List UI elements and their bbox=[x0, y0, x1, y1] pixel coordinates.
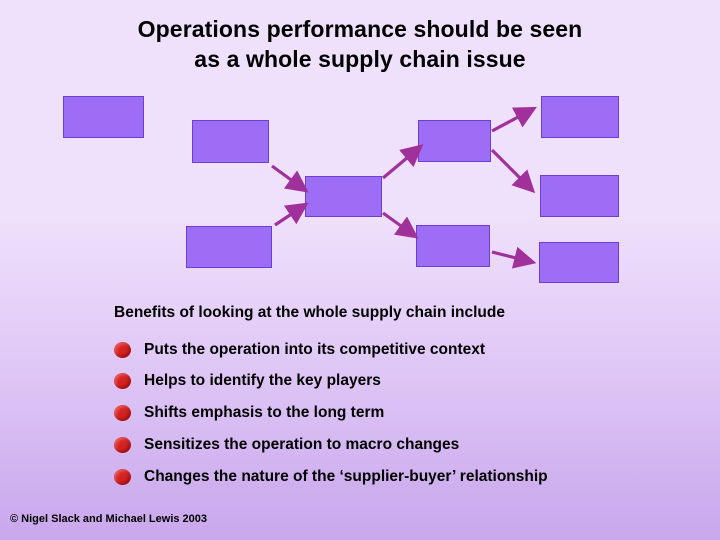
box-upper-right bbox=[418, 120, 491, 162]
bullet-dot-icon bbox=[114, 373, 131, 389]
page-title: Operations performance should be seen as… bbox=[0, 14, 720, 75]
list-item: Helps to identify the key players bbox=[114, 369, 381, 393]
arrow-center-to-upper-right bbox=[381, 144, 424, 180]
title-line-2: as a whole supply chain issue bbox=[194, 46, 526, 73]
box-far-right-top bbox=[541, 96, 619, 138]
list-item: Shifts emphasis to the long term bbox=[114, 401, 384, 425]
bullet-text: Helps to identify the key players bbox=[144, 372, 381, 389]
box-lower-left bbox=[186, 226, 272, 268]
box-far-left bbox=[63, 96, 144, 138]
arrow-center-to-lower-right bbox=[382, 211, 419, 239]
arrow-upper-left-to-center bbox=[271, 164, 309, 193]
copyright-notice: © Nigel Slack and Michael Lewis 2003 bbox=[10, 513, 208, 525]
bullet-dot-icon bbox=[114, 437, 131, 453]
arrow-lower-right-to-far-bottom bbox=[491, 246, 537, 269]
bullet-text: Puts the operation into its competitive … bbox=[144, 341, 486, 358]
list-item: Sensitizes the operation to macro change… bbox=[114, 433, 459, 457]
box-far-right-bottom bbox=[539, 242, 619, 283]
benefits-heading: Benefits of looking at the whole supply … bbox=[114, 304, 505, 321]
arrow-upper-right-to-far-top bbox=[491, 106, 537, 133]
bullet-dot-icon bbox=[114, 342, 131, 358]
bullet-text: Sensitizes the operation to macro change… bbox=[144, 436, 460, 453]
bullet-dot-icon bbox=[114, 405, 131, 421]
box-far-right-middle bbox=[540, 175, 619, 217]
box-center bbox=[305, 176, 382, 217]
list-item: Changes the nature of the ‘supplier-buye… bbox=[114, 465, 548, 489]
list-item: Puts the operation into its competitive … bbox=[114, 338, 485, 362]
box-lower-right bbox=[416, 225, 490, 267]
bullet-text: Changes the nature of the ‘supplier-buye… bbox=[144, 468, 548, 485]
title-line-1: Operations performance should be seen bbox=[137, 16, 583, 42]
arrow-upper-right-to-far-middle bbox=[490, 148, 536, 194]
arrow-lower-left-to-center bbox=[274, 202, 309, 227]
box-upper-left bbox=[192, 120, 269, 163]
bullet-text: Shifts emphasis to the long term bbox=[144, 404, 385, 421]
bullet-dot-icon bbox=[114, 469, 131, 485]
